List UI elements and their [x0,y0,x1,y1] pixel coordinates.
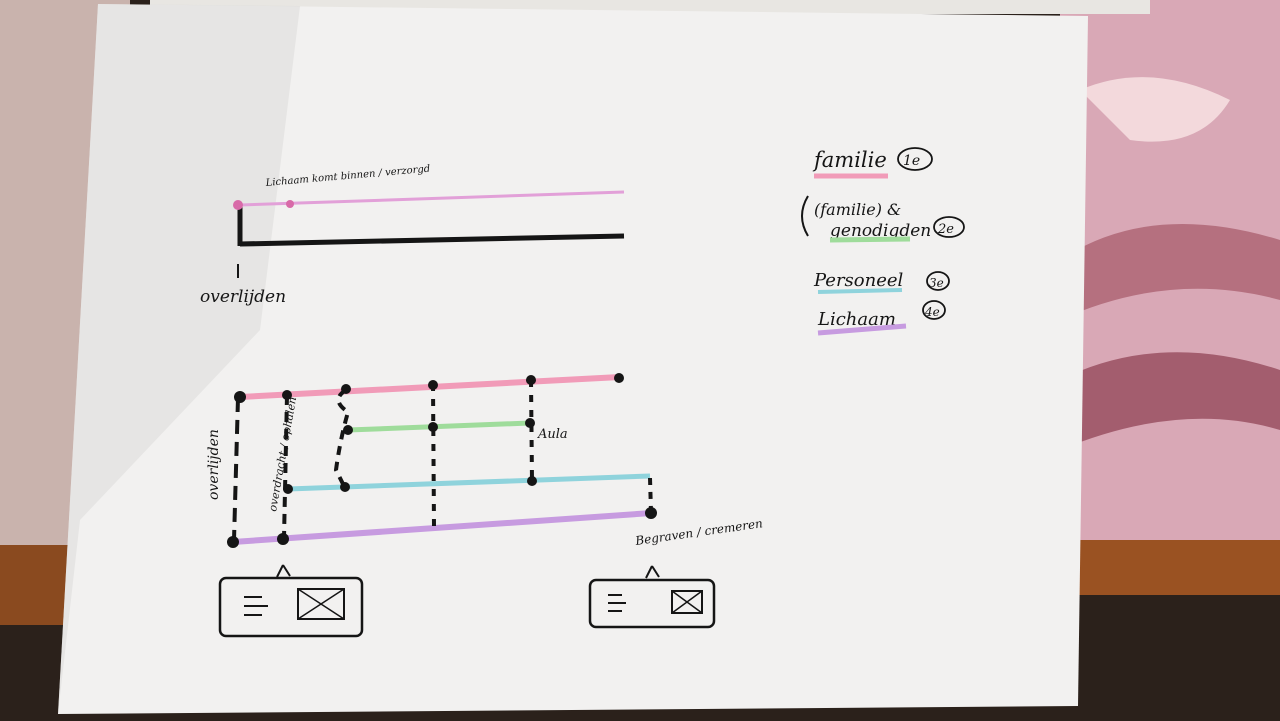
legend-badge-text-familie: 1e [903,153,920,169]
node-genodigden-end [525,418,535,428]
node-genodigden-start [343,425,353,435]
sketch-box-2 [588,578,716,629]
legend-swatch-personeel [817,288,903,294]
node-lichaam-end [645,507,657,519]
aula-connector-2 [529,379,534,482]
top-mid-dot [286,200,294,208]
sketch-box-1-frame [218,576,364,638]
node-familie-end [614,373,624,383]
legend-label-lichaam: Lichaam [817,309,896,330]
legend-swatch-lichaam [817,323,907,336]
sketch-box-2-image-placeholder [671,590,703,614]
top-start-dot [233,200,243,210]
legend-badge-text-lichaam: 4e [924,305,940,319]
sketch-box-1 [218,576,364,638]
legend-label-familie: familie [812,148,887,172]
legend-item-lichaam: Lichaam 4e [817,300,946,336]
legend-item-genodigden: (familie) & genodigden 2e [801,195,965,243]
sketch-box-2-frame [588,578,716,629]
node-familie-start [234,391,246,403]
paper-shadow [58,4,300,714]
legend-badge-familie [897,147,933,171]
legend-item-personeel: Personeel 3e [813,270,950,294]
overdracht-connector [282,394,289,539]
node-familie-4 [428,380,438,390]
top-lichaam-line [239,190,625,207]
legend-badge-text-genodigden: 2e [937,222,954,237]
end-connector [648,477,653,513]
legend-badge-text-personeel: 3e [929,276,944,290]
lichaam-track [232,510,653,545]
legend: familie 1e (familie) & genodigden 2e Per… [801,147,965,336]
node-lichaam-start [227,536,239,548]
legend-swatch-genodigden [829,236,911,243]
node-lichaam-2 [277,533,289,545]
legend-label-personeel: Personeel [813,270,904,291]
label-overlijden-vertical: overlijden [206,429,222,500]
arrow-to-box-2 [645,565,660,579]
top-label-overlijden: overlijden [200,287,286,307]
arrow-to-box-1 [276,564,291,578]
node-personeel-2 [340,482,350,492]
aula-connector-1 [431,383,436,529]
sketch-box-1-image-placeholder [297,588,345,620]
legend-badge-genodigden [933,216,965,238]
node-familie-2 [282,390,292,400]
top-black-line [239,233,625,247]
genodigden-track [347,420,531,433]
node-personeel-start [283,484,293,494]
label-aula: Aula [537,427,568,442]
right-desk [1060,540,1280,595]
legend-bracket [801,195,809,237]
node-familie-3 [341,384,351,394]
legend-item-familie: familie 1e [812,147,933,179]
mat-cloud [1080,77,1230,142]
sketch-box-2-image-cross [671,590,703,614]
legend-badge-personeel [926,271,950,291]
node-genodigden-2 [428,422,438,432]
mat-wave-1 [1060,224,1280,320]
overlijden-connector [232,397,240,541]
legend-label-genodigden: genodigden [830,221,931,241]
node-personeel-3 [527,476,537,486]
sketch-box-1-image-cross [297,588,345,620]
legend-prefix-genodigden: (familie) & [814,200,901,219]
legend-badge-lichaam [922,300,946,320]
mat-wave-2 [1060,352,1280,450]
node-familie-5 [526,375,536,385]
